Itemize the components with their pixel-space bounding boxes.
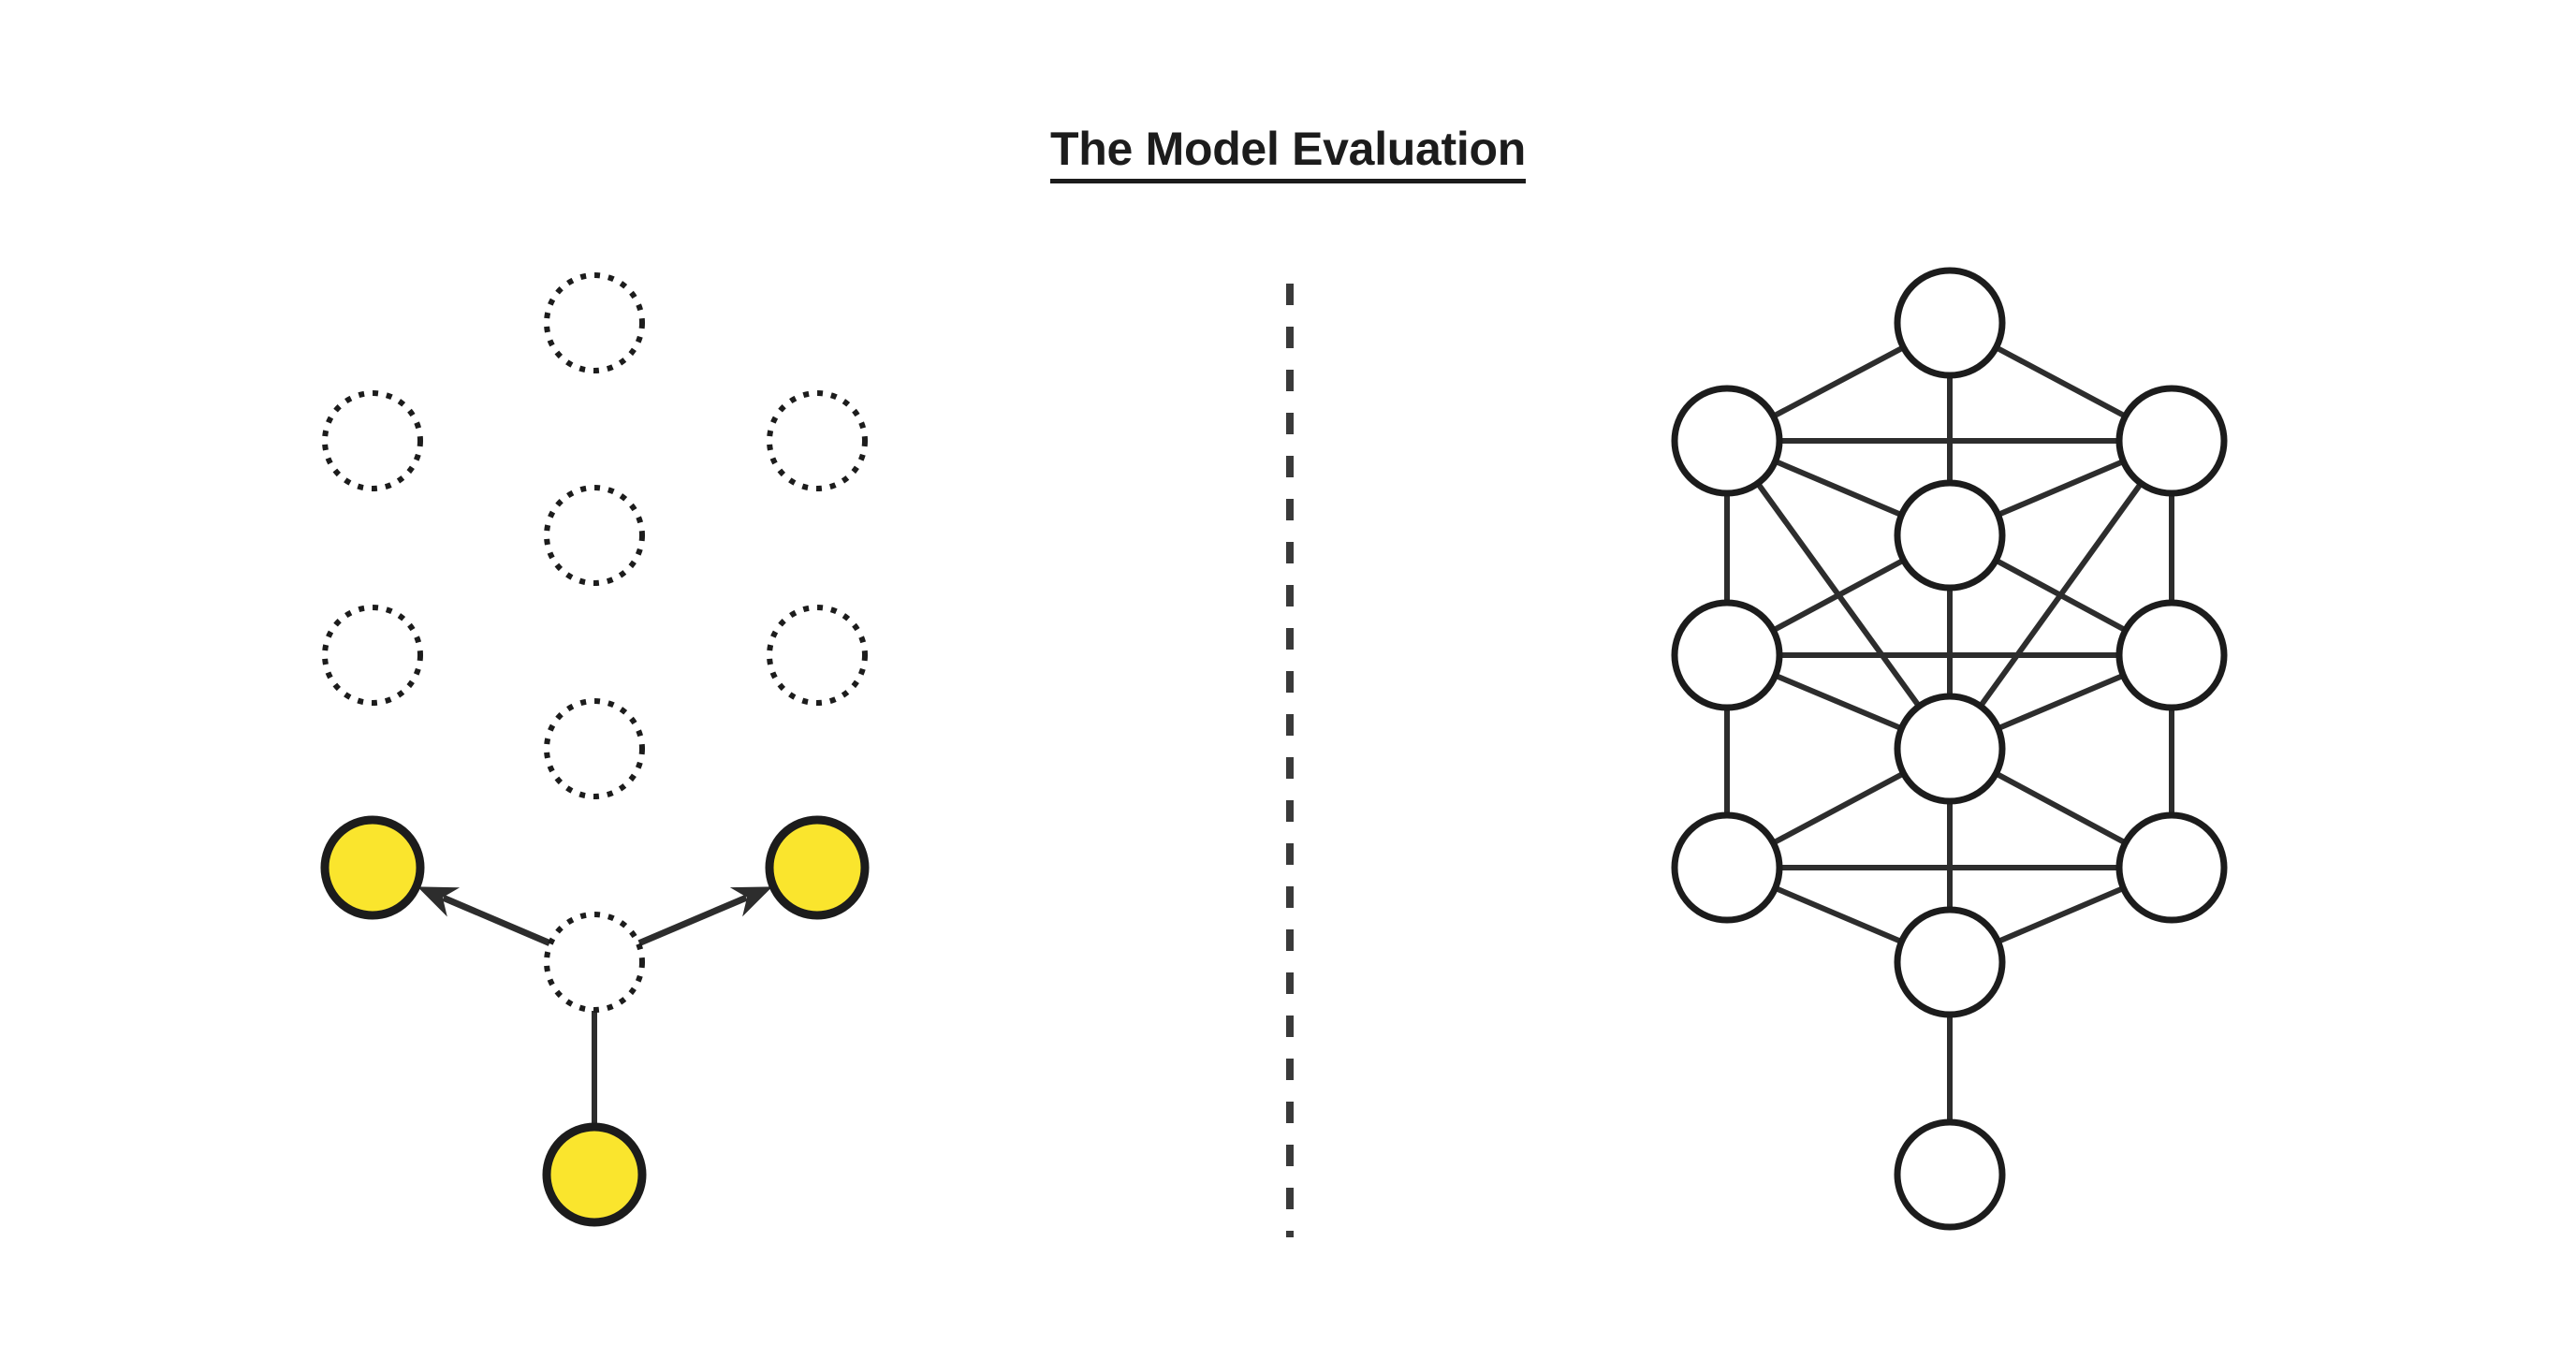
graph-edge — [1995, 345, 2127, 418]
graph-node-bottom-center[interactable] — [1894, 906, 2006, 1018]
page-title-text: The Model Evaluation — [1050, 125, 1526, 183]
graph-edge — [1772, 345, 1905, 418]
graph-node-root-node[interactable] — [542, 1122, 647, 1227]
left-panel-nodes — [320, 272, 870, 1227]
graph-node-mid-lower-center[interactable] — [1894, 693, 2006, 805]
graph-node-lower-left[interactable] — [1671, 811, 1783, 924]
graph-edge — [1995, 558, 2127, 633]
graph-node-upper-left[interactable] — [322, 390, 423, 491]
graph-edge — [1772, 558, 1905, 633]
graph-node-upper-right[interactable] — [767, 390, 868, 491]
graph-node-upper-right[interactable] — [2115, 385, 2228, 497]
edge-arrowhead — [417, 886, 461, 917]
graph-edge — [1995, 771, 2127, 845]
graph-node-mid-upper-center[interactable] — [1894, 479, 2006, 592]
graph-edge — [1775, 459, 1902, 518]
page-title: The Model Evaluation — [0, 125, 2576, 183]
graph-node-top-center[interactable] — [1894, 267, 2006, 379]
graph-edge — [1775, 673, 1902, 731]
graph-edge — [1772, 771, 1905, 845]
graph-edge — [637, 894, 748, 946]
graph-edge — [1775, 885, 1902, 944]
graph-edge — [1998, 673, 2124, 731]
graph-node-top-center[interactable] — [544, 272, 645, 373]
graph-node-mid-right[interactable] — [767, 605, 868, 706]
graph-node-root-node[interactable] — [1894, 1118, 2006, 1231]
graph-node-lower-left[interactable] — [320, 815, 425, 920]
graph-node-upper-left[interactable] — [1671, 385, 1783, 497]
graph-edge — [1998, 885, 2124, 944]
graph-node-bottom-center[interactable] — [544, 912, 645, 1013]
graph-edge — [442, 895, 551, 946]
left-panel-edges — [417, 886, 773, 1126]
right-panel-nodes — [1671, 267, 2228, 1231]
graph-node-mid-left[interactable] — [1671, 599, 1783, 711]
right-panel-edges — [1724, 345, 2174, 1121]
graph-node-mid-lower-center[interactable] — [544, 698, 645, 799]
graph-node-lower-right[interactable] — [2115, 811, 2228, 924]
graph-node-mid-upper-center[interactable] — [544, 485, 645, 586]
edge-arrowhead — [729, 886, 773, 917]
graph-node-mid-left[interactable] — [322, 605, 423, 706]
graph-node-mid-right[interactable] — [2115, 599, 2228, 711]
graph-node-lower-right[interactable] — [765, 815, 870, 920]
graph-edge — [1998, 459, 2124, 518]
